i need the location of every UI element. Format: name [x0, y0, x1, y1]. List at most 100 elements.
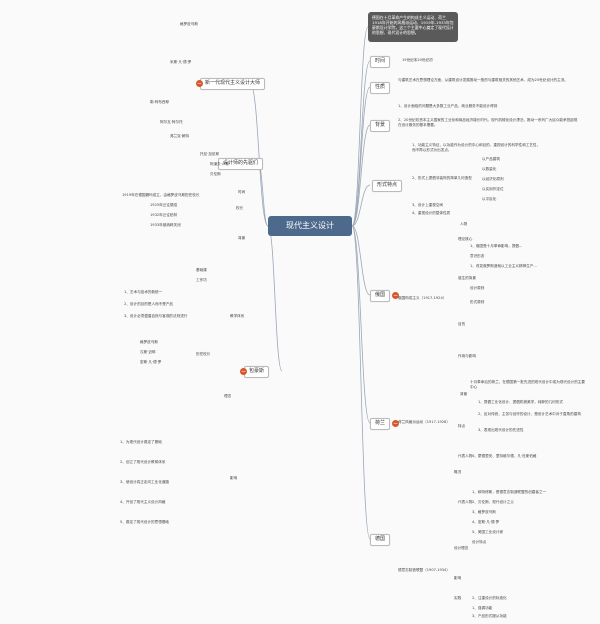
bauhaus-item-17: 汉斯·迈耶 [140, 350, 156, 354]
ussr-item-3: 人物 [460, 222, 468, 226]
branch-nature[interactable]: 性质 [370, 82, 391, 94]
pioneer-1: 格罗皮乌斯 [180, 22, 198, 26]
collapse-dot-pioneers[interactable]: − [196, 80, 203, 87]
connector-right-0 [351, 60, 371, 227]
dutch-item-5: 1、提倡工业化设计，提倡机械美学，纯粹的几何形式 [478, 400, 563, 404]
bauhaus-item-10: 工作坊 [196, 278, 207, 282]
pioneer-5: 弗兰克·赖特 [170, 134, 190, 138]
precursor-3: 贝伦斯 [210, 172, 221, 176]
germany-item-11: 设计特点 [472, 540, 487, 544]
nature-text: 与建筑艺术在思想理论方面，从建筑设计发展推动一般的与建筑相关的其他艺术，成为20… [398, 78, 568, 82]
pioneer-4: 阿尔瓦·阿尔托 [160, 120, 183, 124]
bauhaus-item-20: 1、为现代设计奠定了基础 [120, 440, 162, 444]
dutch-item-1: 背景 [460, 392, 468, 396]
bauhaus-item-8: 教学体系 [230, 314, 245, 318]
ussr-item-1: 理论核心 [458, 237, 473, 241]
ussr-main: 俄国构成主义（1917-1924） [398, 296, 447, 300]
connector-right-1 [351, 86, 371, 227]
feature-4: 4、重视设计的整体性质 [412, 211, 451, 215]
precursor-1: 托尼·加尼耶 [200, 152, 220, 156]
germany-item-4: 影响 [454, 576, 462, 580]
collapse-dot-ussr[interactable]: − [392, 292, 399, 299]
connector-right-2 [351, 124, 371, 227]
germany-item-12: 1、强调功能 [472, 606, 493, 610]
dutch-main: 荷兰风格派运动（1917-1928） [398, 420, 450, 424]
ussr-item-10: 作用与影响 [458, 354, 476, 358]
bauhaus-item-11: 理念 [224, 394, 232, 398]
connector-right-3 [351, 184, 371, 227]
connector-left-2 [267, 225, 283, 372]
background-item-1: 1、设计面临的问题是大多数工业产品、商业服务不能设计得到 [398, 104, 498, 108]
bauhaus-item-18: 密斯·凡·德·罗 [140, 360, 162, 364]
ussr-item-6: 意识形态 [470, 254, 485, 258]
branch-precursor[interactable]: 设计师的先驱们 [218, 158, 264, 170]
branch-features[interactable]: 形式特点 [372, 180, 403, 192]
bauhaus-item-14: 3、设计必须遵循自然与客观的法则进行 [124, 314, 188, 318]
bauhaus-item-13: 2、设计的目的是人而不是产品 [124, 302, 174, 306]
bauhaus-item-3: 校长 [236, 206, 244, 210]
feature-sub-2: 以数量化 [482, 167, 497, 171]
germany-item-6: 1、穆特修斯，是德意志制造联盟的创建者之一 [472, 490, 547, 494]
branch-time[interactable]: 时间 [370, 56, 391, 68]
feature-sub-3: 以经济化原则 [482, 177, 504, 181]
bauhaus-item-24: 5、奠定了现代设计的思想基础 [120, 520, 170, 524]
bauhaus-item-2: 背景 [238, 236, 246, 240]
feature-3: 3、设计上重视空间 [412, 203, 444, 207]
germany-item-5: 实践 [454, 596, 462, 600]
collapse-dot-dutch[interactable]: − [392, 420, 399, 427]
bauhaus-item-16: 格罗皮乌斯 [140, 340, 158, 344]
connector-left-1 [257, 162, 269, 227]
dutch-item-3: 代表人物 [458, 454, 473, 458]
time-text: 19世纪末20世纪初 [402, 58, 433, 62]
branch-ussr[interactable]: 俄国 [370, 290, 391, 302]
branch-background[interactable]: 背景 [370, 120, 391, 132]
ussr-item-9: 形式原则 [470, 300, 485, 304]
bauhaus-item-22: 3、使设计真正走向工业化道路 [120, 480, 170, 484]
feature-2: 2、形式上提倡非装饰的简单几何造型 [412, 176, 472, 180]
bauhaus-item-15: 历任校长 [196, 352, 211, 356]
connector-right-5 [351, 225, 371, 424]
ussr-item-8: 设计原则 [470, 286, 485, 290]
bauhaus-item-9: 基础课 [196, 268, 207, 272]
branch-dutch[interactable]: 荷兰 [370, 418, 391, 430]
background-item-2: 2、20世纪初资本主义国家的工业化和商品经济增长时代。现代机械化设计漂泊，推动一… [398, 118, 578, 127]
germany-item-14: 3、产品形式服从功能 [472, 614, 507, 618]
feature-sub-4: 以实用作定位 [482, 187, 504, 191]
germany-item-1: 概况 [454, 470, 462, 474]
branch-pioneers[interactable]: 新一代现代主义设计大师 [200, 78, 266, 90]
bauhaus-item-12: 1、艺术与技术的新统一 [124, 290, 163, 294]
germany-item-9: 4、密斯·凡·德·罗 [472, 520, 500, 524]
feature-sub-1: 以产品建筑 [482, 157, 500, 161]
intro-note: 德国在十月革命产生的构成主义运动、荷兰1918年开始的风格派运动、1919年-1… [368, 12, 458, 42]
collapse-dot-bauhaus[interactable]: − [240, 368, 247, 375]
bauhaus-item-4: 1919年在德国魏玛成立，由格罗皮乌斯担任校长 [122, 193, 200, 197]
connector-left-0 [249, 82, 269, 227]
connector-right-4 [351, 225, 371, 296]
bauhaus-item-5: 1925年迁往德绍 [150, 203, 178, 207]
germany-item-10: 5、美国工业设计家 [472, 530, 504, 534]
branch-germany[interactable]: 德国 [370, 534, 391, 546]
bauhaus-item-23: 4、开创了现代主义设计风格 [120, 500, 166, 504]
germany-item-13: 2、注重设计的标准化 [472, 596, 507, 600]
bauhaus-item-6: 1932年迁往柏林 [150, 213, 178, 217]
connector-intro [351, 26, 369, 227]
germany-item-2: 代表人物 [458, 500, 473, 504]
dutch-item-7: 3、表现出现代设计的先进性 [478, 428, 524, 432]
germany-item-3: 设计理念 [454, 546, 469, 550]
dutch-item-6: 2、反对传统，主张与创作的设计，是设计艺术中对于直角的建构 [478, 412, 581, 416]
ussr-item-4: 诞生的背景 [458, 276, 476, 280]
bauhaus-item-7: 1933年被纳粹关闭 [150, 223, 181, 227]
ussr-item-7: 1、改变俄罗斯造就以工业主义精神生产... [470, 264, 537, 268]
pioneer-2: 米斯·凡·德·罗 [170, 60, 192, 64]
bauhaus-item-1: 时间 [238, 190, 246, 194]
germany-item-8: 3、格罗皮乌斯 [472, 510, 496, 514]
ussr-item-5: 1、俄国受十月革命影响，提倡... [470, 244, 523, 248]
central-topic[interactable]: 现代主义设计 [268, 216, 352, 236]
germany-item-7: 2、贝伦斯，现代设计之父 [472, 500, 514, 504]
connector-right-6 [351, 225, 371, 540]
bauhaus-item-21: 2、创立了现代设计教育体系 [120, 460, 166, 464]
precursor-2: 阿道夫·卢斯 [210, 162, 230, 166]
dutch-item-8: 4、蒙德里安、里特维尔德、凡·杜斯伯格 [472, 454, 537, 458]
branch-bauhaus[interactable]: 包豪斯 [244, 366, 270, 378]
